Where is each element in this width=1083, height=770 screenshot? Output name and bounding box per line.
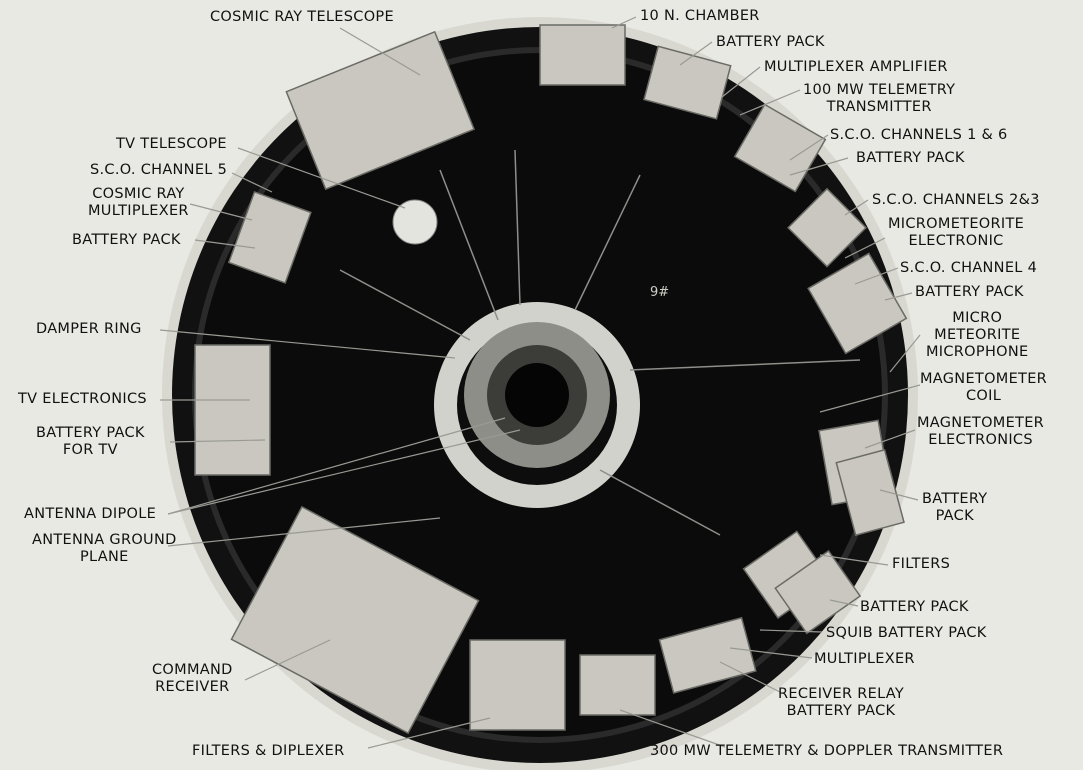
components: [194, 24, 908, 735]
label-antenna-ground-plane-l1: ANTENNA GROUND: [32, 532, 177, 548]
label-battery-pack-top: BATTERY PACK: [716, 34, 825, 50]
label-squib-battery-pack: SQUIB BATTERY PACK: [826, 625, 987, 641]
label-battery-pack-right2: BATTERY PACK: [915, 284, 1024, 300]
label-sco-channels-2-3: S.C.O. CHANNELS 2&3: [872, 192, 1040, 208]
label-tv-electronics: TV ELECTRONICS: [18, 391, 147, 407]
label-antenna-ground-plane-l2: PLANE: [79, 549, 129, 565]
label-magnetometer-electronics-l2: ELECTRONICS: [928, 432, 1033, 448]
label-doppler-transmitter: 300 MW TELEMETRY & DOPPLER TRANSMITTER: [650, 743, 1004, 759]
label-micro-meteorite-microphone-l1: MICRO: [952, 310, 1003, 326]
label-micro-meteorite-microphone: MICRO METEORITE MICROPHONE: [926, 310, 1028, 361]
label-micrometeorite-electronic: MICROMETEORITE ELECTRONIC: [888, 216, 1024, 250]
sco-1-6-unit: [733, 103, 827, 193]
label-telemetry-transmitter-l2: TRANSMITTER: [826, 99, 932, 115]
label-battery-pack-tv-l2: FOR TV: [62, 442, 118, 458]
battery-pack-bottom-unit: [774, 549, 862, 635]
label-receiver-relay-l2: BATTERY PACK: [786, 703, 896, 719]
radial-leads: [339, 149, 861, 536]
label-sco-channel-4: S.C.O. CHANNEL 4: [900, 260, 1038, 276]
ring-mark: 9#: [650, 285, 669, 300]
leader-lines: [159, 16, 921, 749]
label-antenna-ground-plane: ANTENNA GROUND PLANE: [32, 532, 177, 566]
cosmic-ray-telescope-unit: [285, 30, 476, 191]
label-battery-pack-left: BATTERY PACK: [72, 232, 181, 248]
label-multiplexer: MULTIPLEXER: [814, 651, 915, 667]
label-receiver-relay-l1: RECEIVER RELAY: [778, 686, 905, 702]
label-tv-telescope: TV TELESCOPE: [116, 136, 227, 152]
label-sco-channel-5: S.C.O. CHANNEL 5: [90, 162, 228, 178]
label-cosmic-ray-telescope: COSMIC RAY TELESCOPE: [210, 9, 394, 25]
label-battery-pack-right1: BATTERY PACK: [856, 150, 965, 166]
sco-2-3-unit: [787, 187, 867, 268]
label-battery-pack-tv: BATTERY PACK FOR TV: [36, 425, 145, 459]
label-micro-meteorite-microphone-l3: MICROPHONE: [926, 344, 1029, 360]
label-filters-diplexer: FILTERS & DIPLEXER: [192, 743, 345, 759]
label-micrometeorite-electronic-l1: MICROMETEORITE: [888, 216, 1025, 232]
tv-electronics-unit: [194, 344, 271, 476]
label-magnetometer-electronics-l1: MAGNETOMETER: [917, 415, 1045, 431]
label-command-receiver-l2: RECEIVER: [155, 679, 230, 695]
battery-pack-right3-unit: [835, 448, 905, 537]
filters-diplexer-unit: [469, 639, 566, 731]
label-command-receiver: COMMAND RECEIVER: [152, 662, 233, 696]
label-antenna-dipole: ANTENNA DIPOLE: [24, 506, 157, 522]
battery-pack-top-unit: [643, 45, 732, 120]
label-micrometeorite-electronic-l2: ELECTRONIC: [908, 233, 1004, 249]
label-magnetometer-coil: MAGNETOMETER COIL: [920, 371, 1047, 405]
label-battery-pack-bottom-right: BATTERY PACK: [860, 599, 969, 615]
ion-chamber-unit: [539, 24, 626, 86]
label-micro-meteorite-microphone-l2: METEORITE: [934, 327, 1021, 343]
damper-ring: [434, 302, 640, 508]
label-sco-channels-1-6: S.C.O. CHANNELS 1 & 6: [830, 127, 1008, 143]
label-cosmic-ray-multiplexer-l2: MULTIPLEXER: [88, 203, 189, 219]
label-magnetometer-coil-l1: MAGNETOMETER: [920, 371, 1048, 387]
label-battery-pack-right3-l1: BATTERY: [922, 491, 988, 507]
label-battery-pack-right3: BATTERY PACK: [922, 491, 987, 525]
cosmic-ray-multiplexer-unit: [227, 191, 312, 284]
label-magnetometer-coil-l2: COIL: [965, 388, 1002, 404]
doppler-transmitter-unit: [579, 654, 656, 716]
label-battery-pack-right3-l2: PACK: [935, 508, 974, 524]
label-telemetry-transmitter: 100 MW TELEMETRY TRANSMITTER: [803, 82, 955, 116]
label-battery-pack-tv-l1: BATTERY PACK: [36, 425, 145, 441]
label-telemetry-transmitter-l1: 100 MW TELEMETRY: [803, 82, 956, 98]
receiver-relay-unit: [658, 616, 757, 694]
label-cosmic-ray-multiplexer-l1: COSMIC RAY: [92, 186, 185, 202]
label-multiplexer-amplifier: MULTIPLEXER AMPLIFIER: [764, 59, 948, 75]
label-command-receiver-l1: COMMAND: [152, 662, 233, 678]
sco-4-unit: [807, 252, 908, 355]
label-damper-ring: DAMPER RING: [36, 321, 142, 337]
label-receiver-relay: RECEIVER RELAY BATTERY PACK: [778, 686, 904, 720]
label-cosmic-ray-multiplexer: COSMIC RAY MULTIPLEXER: [88, 186, 189, 220]
label-ion-chamber: 10 N. CHAMBER: [640, 8, 760, 24]
label-magnetometer-electronics: MAGNETOMETER ELECTRONICS: [917, 415, 1044, 449]
command-receiver-unit: [230, 505, 480, 735]
tv-telescope-unit: [392, 199, 438, 245]
label-filters: FILTERS: [892, 556, 951, 572]
